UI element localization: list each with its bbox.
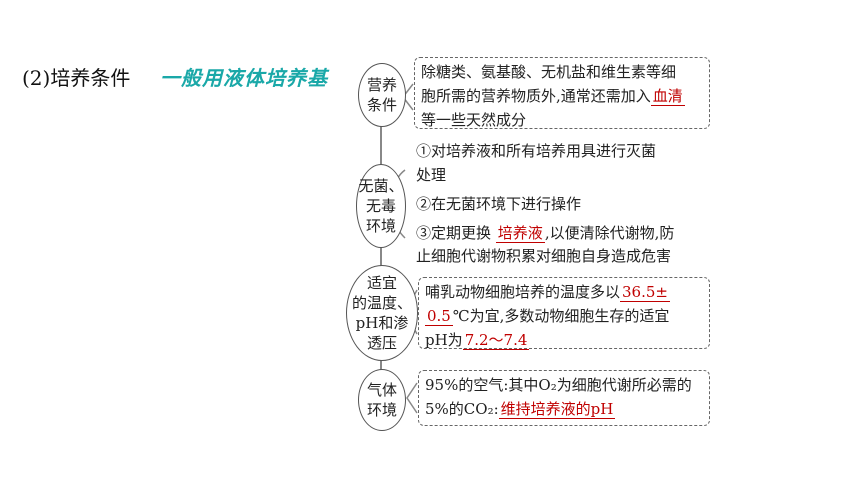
text-span: pH为 bbox=[425, 331, 463, 349]
text-span: ③定期更换 bbox=[416, 224, 492, 242]
answer-blank: 培养液 bbox=[495, 224, 545, 243]
text-line: 除糖类、氨基酸、无机盐和维生素等细 bbox=[421, 63, 677, 81]
node-gas-environment: 气体 环境 bbox=[358, 369, 406, 431]
answer-blank: 维持培养液的pH bbox=[498, 400, 616, 419]
node-label: 无毒 bbox=[365, 197, 396, 215]
heading-subtitle: 一般用液体培养基 bbox=[160, 66, 328, 90]
heading-title: 培养条件 bbox=[50, 66, 131, 90]
node-label: 适宜 bbox=[366, 274, 397, 292]
answer-blank: 36.5± bbox=[620, 283, 670, 302]
sterile-item-1-cont: 处理 bbox=[416, 166, 447, 184]
node-label: 营养 bbox=[366, 76, 397, 94]
text-line: 0.5℃为宜,多数动物细胞生存的适宜 bbox=[425, 304, 703, 328]
text-span: 胞所需的营养物质外,通常还需加入 bbox=[421, 87, 651, 105]
node-label: 透压 bbox=[366, 334, 397, 352]
node-label: 气体 bbox=[366, 381, 397, 399]
answer-blank: 7.2～7.4 bbox=[462, 331, 530, 350]
text-line: 95%的空气:其中O₂为细胞代谢所必需的 bbox=[425, 376, 692, 394]
connector-line bbox=[380, 125, 382, 165]
heading-number: (2) bbox=[22, 66, 51, 90]
section-heading: (2)培养条件 bbox=[22, 62, 130, 91]
connector-line bbox=[380, 357, 382, 371]
text-span: 5%的CO₂: bbox=[425, 400, 499, 418]
answer-blank: 0.5 bbox=[425, 307, 453, 326]
connector-line bbox=[380, 245, 382, 267]
node-label: 环境 bbox=[365, 217, 396, 235]
node-label: 环境 bbox=[366, 401, 397, 419]
sterile-item-3-cont: 止细胞代谢物积累对细胞自身造成危害 bbox=[416, 247, 672, 265]
text-line: 胞所需的营养物质外,通常还需加入血清 bbox=[421, 84, 703, 108]
text-line: 等一些天然成分 bbox=[421, 111, 527, 129]
node-label: 无菌、 bbox=[358, 177, 404, 195]
text-span: 哺乳动物细胞培养的温度多以 bbox=[425, 283, 621, 301]
node-label: pH和渗 bbox=[355, 314, 409, 332]
answer-blank: 血清 bbox=[650, 87, 685, 106]
node-sterile-environment: 无菌、 无毒 环境 bbox=[356, 164, 406, 248]
text-line: 5%的CO₂:维持培养液的pH bbox=[425, 397, 703, 421]
node-label: 条件 bbox=[366, 96, 397, 114]
sterile-item-1: ①对培养液和所有培养用具进行灭菌 bbox=[416, 142, 657, 160]
text-span: ℃为宜,多数动物细胞生存的适宜 bbox=[452, 307, 670, 325]
gas-detail-box: 95%的空气:其中O₂为细胞代谢所必需的 5%的CO₂:维持培养液的pH bbox=[418, 370, 710, 426]
node-nutrition-conditions: 营养 条件 bbox=[358, 63, 406, 127]
text-span: ,以便清除代谢物,防 bbox=[544, 224, 675, 242]
sterile-item-2: ②在无菌环境下进行操作 bbox=[416, 195, 582, 213]
sterile-item-3: ③定期更换 培养液,以便清除代谢物,防 bbox=[416, 222, 674, 244]
node-label: 的温度、 bbox=[351, 294, 412, 312]
node-temperature-ph: 适宜 的温度、 pH和渗 透压 bbox=[346, 265, 418, 361]
nutrition-detail-box: 除糖类、氨基酸、无机盐和维生素等细 胞所需的营养物质外,通常还需加入血清 等一些… bbox=[414, 57, 710, 129]
